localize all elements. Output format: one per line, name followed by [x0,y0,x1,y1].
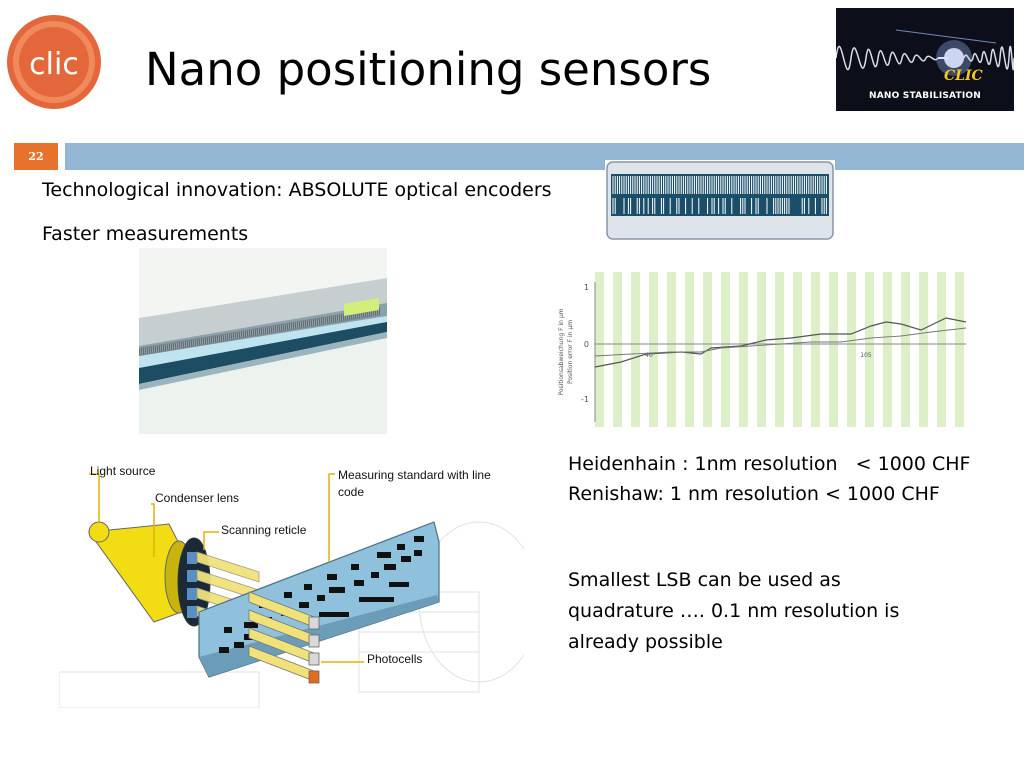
header-bar [65,143,1024,170]
wave-graphic [836,29,1014,76]
clic-logo-text: clic [29,47,79,82]
label-scanning-reticle: Scanning reticle [221,523,307,537]
clic-logo: clic [7,15,101,109]
label-photocells: Photocells [367,652,422,666]
absolute-code-scale-image [605,160,835,243]
slide-title: Nano positioning sensors [145,43,712,96]
lsb-note-line-1: Smallest LSB can be used as [568,569,841,591]
right-logo-clic: CLIC [944,68,983,84]
graph-ytick-mid: 0 [584,340,589,349]
slide-number: 22 [28,150,44,163]
encoder-principle-diagram: Light source Condenser lens Scanning ret… [59,452,524,708]
label-measuring-standard-2: code [338,485,364,499]
position-error-graph: 1 0 -1 40 105 Positionsabweichung F in µ… [551,272,971,427]
label-light-source: Light source [90,464,156,478]
encoder-scale-render [139,248,387,434]
label-measuring-standard: Measuring standard with line [338,468,491,482]
right-logo-caption: NANO STABILISATION [868,91,981,101]
innovation-text: Technological innovation: ABSOLUTE optic… [42,179,552,201]
graph-ylabel-1: Positionsabweichung F in µm [558,308,565,395]
faster-text: Faster measurements [42,223,249,245]
label-condenser-lens: Condenser lens [155,491,239,505]
graph-ytick-top: 1 [584,283,589,292]
lsb-note: Smallest LSB can be used as quadrature …… [568,565,968,658]
lsb-note-line-2: quadrature …. 0.1 nm resolution is [568,600,900,622]
lsb-note-line-3: already possible [568,631,723,653]
renishaw-spec: Renishaw: 1 nm resolution < 1000 CHF [568,483,940,505]
graph-ylabel-2: Position error F in µm [567,320,574,384]
heidenhain-spec: Heidenhain : 1nm resolution < 1000 CHF [568,453,971,475]
slide-number-bar [14,143,58,170]
graph-curve-2 [594,327,967,357]
graph-xtick-1: 40 [645,352,653,359]
graph-ytick-bot: -1 [581,395,589,404]
graph-xtick-2: 105 [860,352,872,359]
nano-stabilisation-logo: CLIC NANO STABILISATION [836,8,1014,111]
